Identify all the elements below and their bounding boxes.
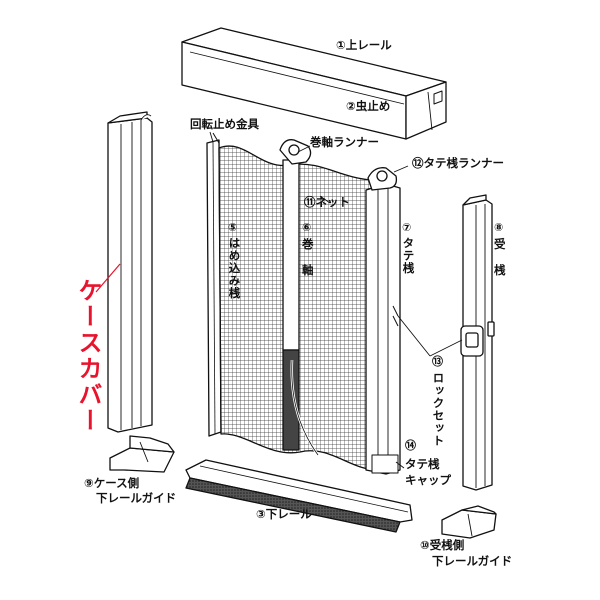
label-inset-stile-num: ⑤ <box>228 221 238 234</box>
label-roll-shaft-2: 軸 <box>302 263 314 277</box>
leader-lines <box>95 131 463 469</box>
upper-rail <box>181 27 447 140</box>
label-insect-stop: ②虫止め <box>346 99 391 113</box>
stile-runner-part <box>367 167 398 191</box>
lower-rail-part <box>185 459 413 533</box>
vertical-stile-part <box>365 183 401 475</box>
label-lock-set-num: ⑬ <box>432 355 443 368</box>
roll-shaft-part <box>282 159 320 456</box>
label-lock-set: ロックセット <box>431 372 446 447</box>
roll-runner-part <box>212 132 312 165</box>
label-vertical-stile-num: ⑦ <box>402 221 412 234</box>
label-receiving-stile: 受 <box>494 237 506 251</box>
label-rotation-stop: 回転止め金具 <box>190 117 259 131</box>
label-inset-stile: はめ込み桟 <box>227 237 242 300</box>
label-roll-shaft: 巻 <box>302 237 314 251</box>
label-net: ⑪ネット <box>304 195 350 209</box>
label-roll-shaft-num: ⑥ <box>302 221 312 234</box>
label-stile-cap-num: ⑭ <box>405 439 416 452</box>
receiving-side-rail-guide <box>441 505 497 539</box>
label-stile-cap-2: キャップ <box>405 473 451 487</box>
case-cover-part <box>107 111 153 433</box>
label-receiving-stile-num: ⑧ <box>494 221 504 234</box>
label-recv-guide-1: ⑩受桟側 <box>420 538 465 552</box>
case-side-rail-guide <box>109 435 175 473</box>
label-receiving-stile-2: 桟 <box>494 263 506 277</box>
label-case-cover: ケースカバー <box>74 278 102 434</box>
label-stile-cap-1: タテ桟 <box>405 457 440 471</box>
label-case-guide-2: 下レールガイド <box>96 491 177 505</box>
label-vertical-stile: タテ桟 <box>401 237 416 275</box>
label-lower-rail: ③下レール <box>256 507 312 521</box>
label-roll-runner: 巻軸ランナー <box>310 135 379 149</box>
label-stile-runner: ⑫タテ桟ランナー <box>412 156 504 170</box>
label-case-guide-1: ⑨ケース側 <box>84 476 140 490</box>
label-recv-guide-2: 下レールガイド <box>432 554 513 568</box>
lock-set-part <box>392 305 495 357</box>
label-upper-rail: ①上レール <box>336 38 392 52</box>
